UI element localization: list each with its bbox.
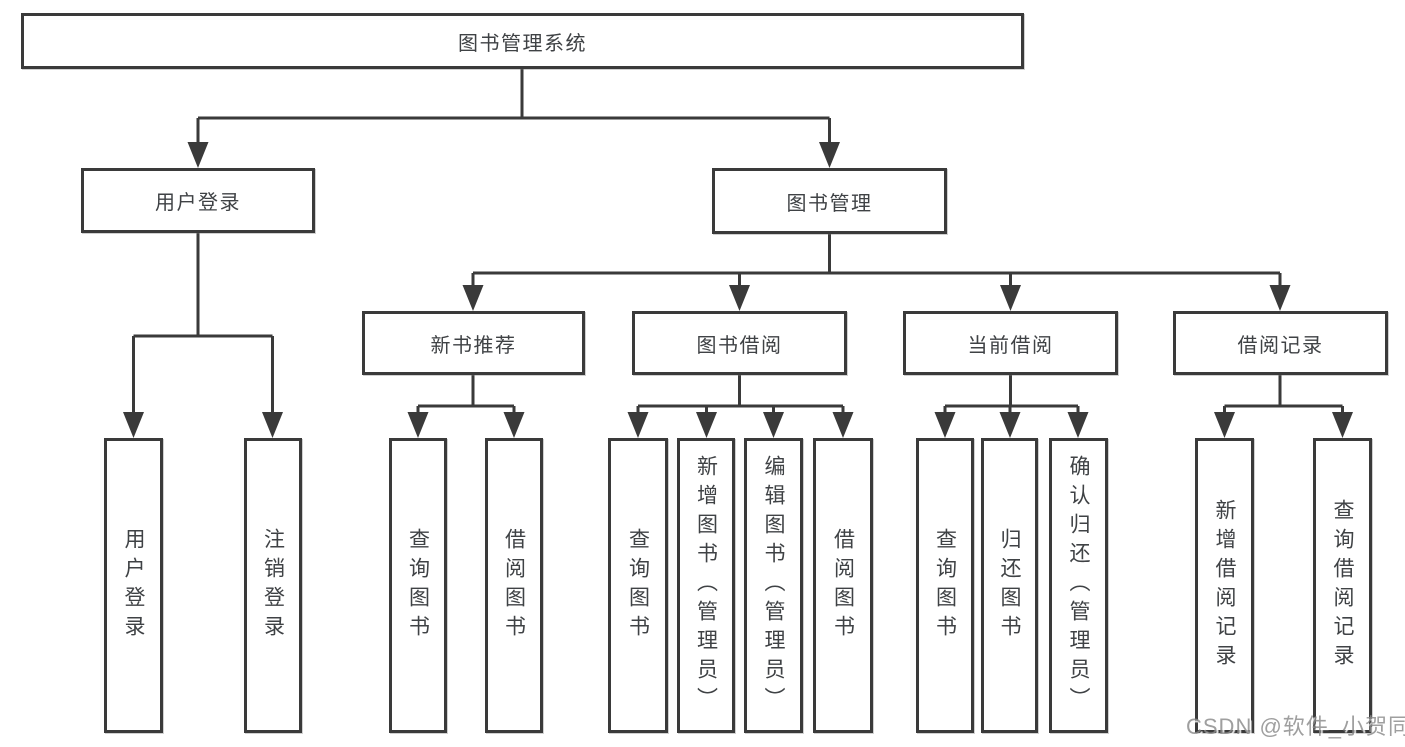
- leaf-label: 借阅图书: [831, 527, 855, 644]
- node-book-management: 图书管理: [712, 168, 947, 234]
- leaf-label: 查询借阅记录: [1331, 498, 1354, 673]
- leaf-return-book: 归还图书: [981, 438, 1038, 733]
- leaf-query-books-current: 查询图书: [916, 438, 974, 733]
- leaf-add-borrow-record: 新增借阅记录: [1195, 438, 1254, 733]
- node-library-management-system: 图书管理系统: [21, 13, 1024, 69]
- leaf-logout: 注销登录: [244, 438, 302, 733]
- node-user-login: 用户登录: [81, 168, 315, 233]
- leaf-confirm-return-admin: 确认归还（管理员）: [1049, 438, 1108, 733]
- leaf-query-books-recommend: 查询图书: [389, 438, 447, 733]
- leaf-query-borrow-record: 查询借阅记录: [1313, 438, 1372, 733]
- leaf-borrow-books-recommend: 借阅图书: [485, 438, 543, 733]
- leaf-label: 确认归还（管理员）: [1067, 455, 1090, 716]
- node-book-borrowing: 图书借阅: [632, 311, 847, 375]
- leaf-query-books-borrowing: 查询图书: [608, 438, 668, 733]
- leaf-label: 查询图书: [406, 527, 430, 644]
- leaf-add-book-admin: 新增图书（管理员）: [677, 438, 735, 733]
- node-new-book-recommend: 新书推荐: [362, 311, 585, 375]
- leaf-edit-book-admin: 编辑图书（管理员）: [744, 438, 803, 733]
- leaf-label: 新增借阅记录: [1213, 498, 1236, 673]
- leaf-label: 用户登录: [122, 527, 145, 644]
- leaf-borrow-books: 借阅图书: [813, 438, 873, 733]
- leaf-label: 编辑图书（管理员）: [762, 455, 785, 716]
- leaf-label: 归还图书: [998, 527, 1021, 644]
- leaf-label: 查询图书: [626, 527, 650, 644]
- watermark-text: CSDN @软件_小贺同学: [1186, 714, 1405, 739]
- node-current-borrowing: 当前借阅: [903, 311, 1118, 375]
- leaf-label: 查询图书: [933, 527, 957, 644]
- leaf-user-login: 用户登录: [104, 438, 163, 733]
- leaf-label: 注销登录: [261, 527, 285, 644]
- node-borrowing-records: 借阅记录: [1173, 311, 1388, 375]
- leaf-label: 新增图书（管理员）: [694, 455, 718, 716]
- leaf-label: 借阅图书: [502, 527, 526, 644]
